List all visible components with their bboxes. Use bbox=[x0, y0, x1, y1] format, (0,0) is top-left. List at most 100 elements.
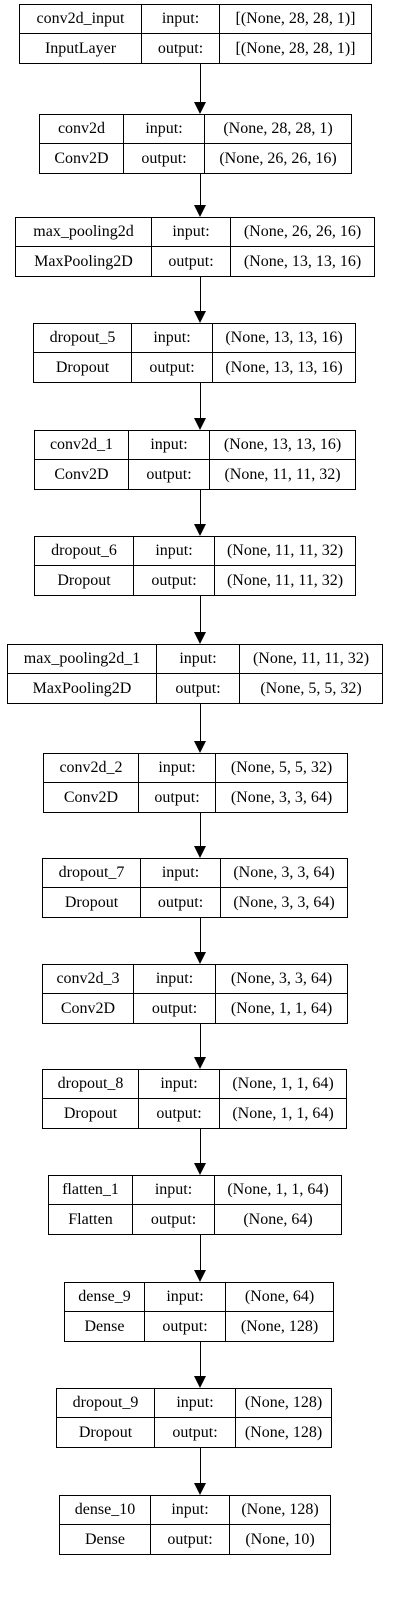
input-shape: (None, 64) bbox=[244, 1288, 315, 1305]
output-shape: (None, 1, 1, 64) bbox=[230, 999, 333, 1017]
input-label: input: bbox=[151, 1496, 230, 1524]
layer-type: Conv2D bbox=[35, 460, 129, 489]
input-label: input: bbox=[139, 1070, 220, 1098]
output-label: output: bbox=[152, 247, 231, 276]
input-label: input: bbox=[132, 324, 213, 352]
layer-type: Dropout bbox=[43, 1099, 139, 1128]
input-shape: (None, 26, 26, 16) bbox=[243, 223, 362, 240]
input-shape: (None, 3, 3, 64) bbox=[230, 970, 333, 987]
input-shape: (None, 3, 3, 64) bbox=[233, 864, 335, 881]
input-shape: (None, 13, 13, 16) bbox=[225, 329, 343, 346]
connector-line bbox=[200, 1235, 201, 1270]
output-shape: (None, 5, 5, 32) bbox=[260, 679, 362, 697]
output-label: output: bbox=[141, 888, 221, 917]
output-shape: (None, 11, 11, 32) bbox=[226, 571, 344, 589]
connector-line bbox=[200, 1129, 201, 1163]
layer-type: MaxPooling2D bbox=[8, 674, 157, 703]
output-shape: (None, 13, 13, 16) bbox=[243, 252, 362, 270]
output-shape: (None, 128) bbox=[244, 1423, 323, 1441]
input-shape: (None, 1, 1, 64) bbox=[227, 1181, 329, 1198]
output-shape: (None, 3, 3, 64) bbox=[233, 893, 335, 911]
layer-type: Dropout bbox=[34, 353, 132, 382]
input-label: input: bbox=[134, 965, 216, 993]
layer-name: conv2d_1 bbox=[35, 431, 129, 459]
layer-name: dropout_5 bbox=[34, 324, 132, 352]
layer-type: Conv2D bbox=[40, 144, 124, 173]
output-shape: (None, 3, 3, 64) bbox=[230, 788, 333, 806]
input-label: input: bbox=[157, 645, 240, 673]
input-shape: (None, 13, 13, 16) bbox=[223, 436, 342, 453]
output-label: output: bbox=[145, 1312, 226, 1341]
layer-type: Flatten bbox=[49, 1205, 133, 1234]
output-label: output: bbox=[134, 994, 216, 1023]
output-shape: (None, 13, 13, 16) bbox=[225, 358, 343, 376]
output-label: output: bbox=[129, 460, 210, 489]
arrowhead-icon bbox=[194, 102, 206, 114]
layer-name: dropout_6 bbox=[35, 537, 134, 565]
connector-line bbox=[200, 383, 201, 418]
layer-name: dense_10 bbox=[60, 1496, 151, 1524]
layer-type: Dropout bbox=[57, 1418, 155, 1447]
arrowhead-icon bbox=[194, 311, 206, 323]
input-shape: (None, 11, 11, 32) bbox=[252, 650, 370, 667]
connector-line bbox=[200, 174, 201, 205]
input-shape: (None, 11, 11, 32) bbox=[226, 542, 344, 559]
input-label: input: bbox=[133, 1176, 215, 1204]
layer-type: MaxPooling2D bbox=[16, 247, 152, 276]
output-label: output: bbox=[133, 1205, 215, 1234]
connector-line bbox=[200, 918, 201, 952]
connector-line bbox=[200, 1342, 201, 1376]
output-label: output: bbox=[151, 1525, 230, 1554]
arrowhead-icon bbox=[194, 952, 206, 964]
input-shape: (None, 128) bbox=[244, 1394, 323, 1411]
input-label: input: bbox=[155, 1389, 236, 1417]
arrowhead-icon bbox=[194, 1057, 206, 1069]
input-shape: (None, 128) bbox=[241, 1501, 319, 1518]
output-label: output: bbox=[124, 144, 205, 173]
arrowhead-icon bbox=[194, 1483, 206, 1495]
layer-name: conv2d_input bbox=[20, 5, 142, 33]
layer-name: flatten_1 bbox=[49, 1176, 133, 1204]
layer-type: Dense bbox=[65, 1312, 145, 1341]
connector-line bbox=[200, 1024, 201, 1057]
layer-type: Dropout bbox=[43, 888, 141, 917]
connector-line bbox=[200, 490, 201, 524]
layer-name: conv2d bbox=[40, 115, 124, 143]
connector-line bbox=[200, 64, 201, 102]
output-shape: [(None, 28, 28, 1)] bbox=[235, 39, 356, 57]
output-label: output: bbox=[139, 1099, 220, 1128]
arrowhead-icon bbox=[194, 741, 206, 753]
output-shape: (None, 1, 1, 64) bbox=[232, 1104, 334, 1122]
arrowhead-icon bbox=[194, 846, 206, 858]
layer-name: dropout_9 bbox=[57, 1389, 155, 1417]
layer-name: conv2d_3 bbox=[43, 965, 134, 993]
output-shape: (None, 11, 11, 32) bbox=[224, 465, 341, 483]
input-shape: [(None, 28, 28, 1)] bbox=[235, 10, 356, 27]
arrowhead-icon bbox=[194, 418, 206, 430]
layer-type: Dropout bbox=[35, 566, 134, 595]
connector-line bbox=[200, 813, 201, 846]
output-shape: (None, 128) bbox=[240, 1317, 319, 1335]
